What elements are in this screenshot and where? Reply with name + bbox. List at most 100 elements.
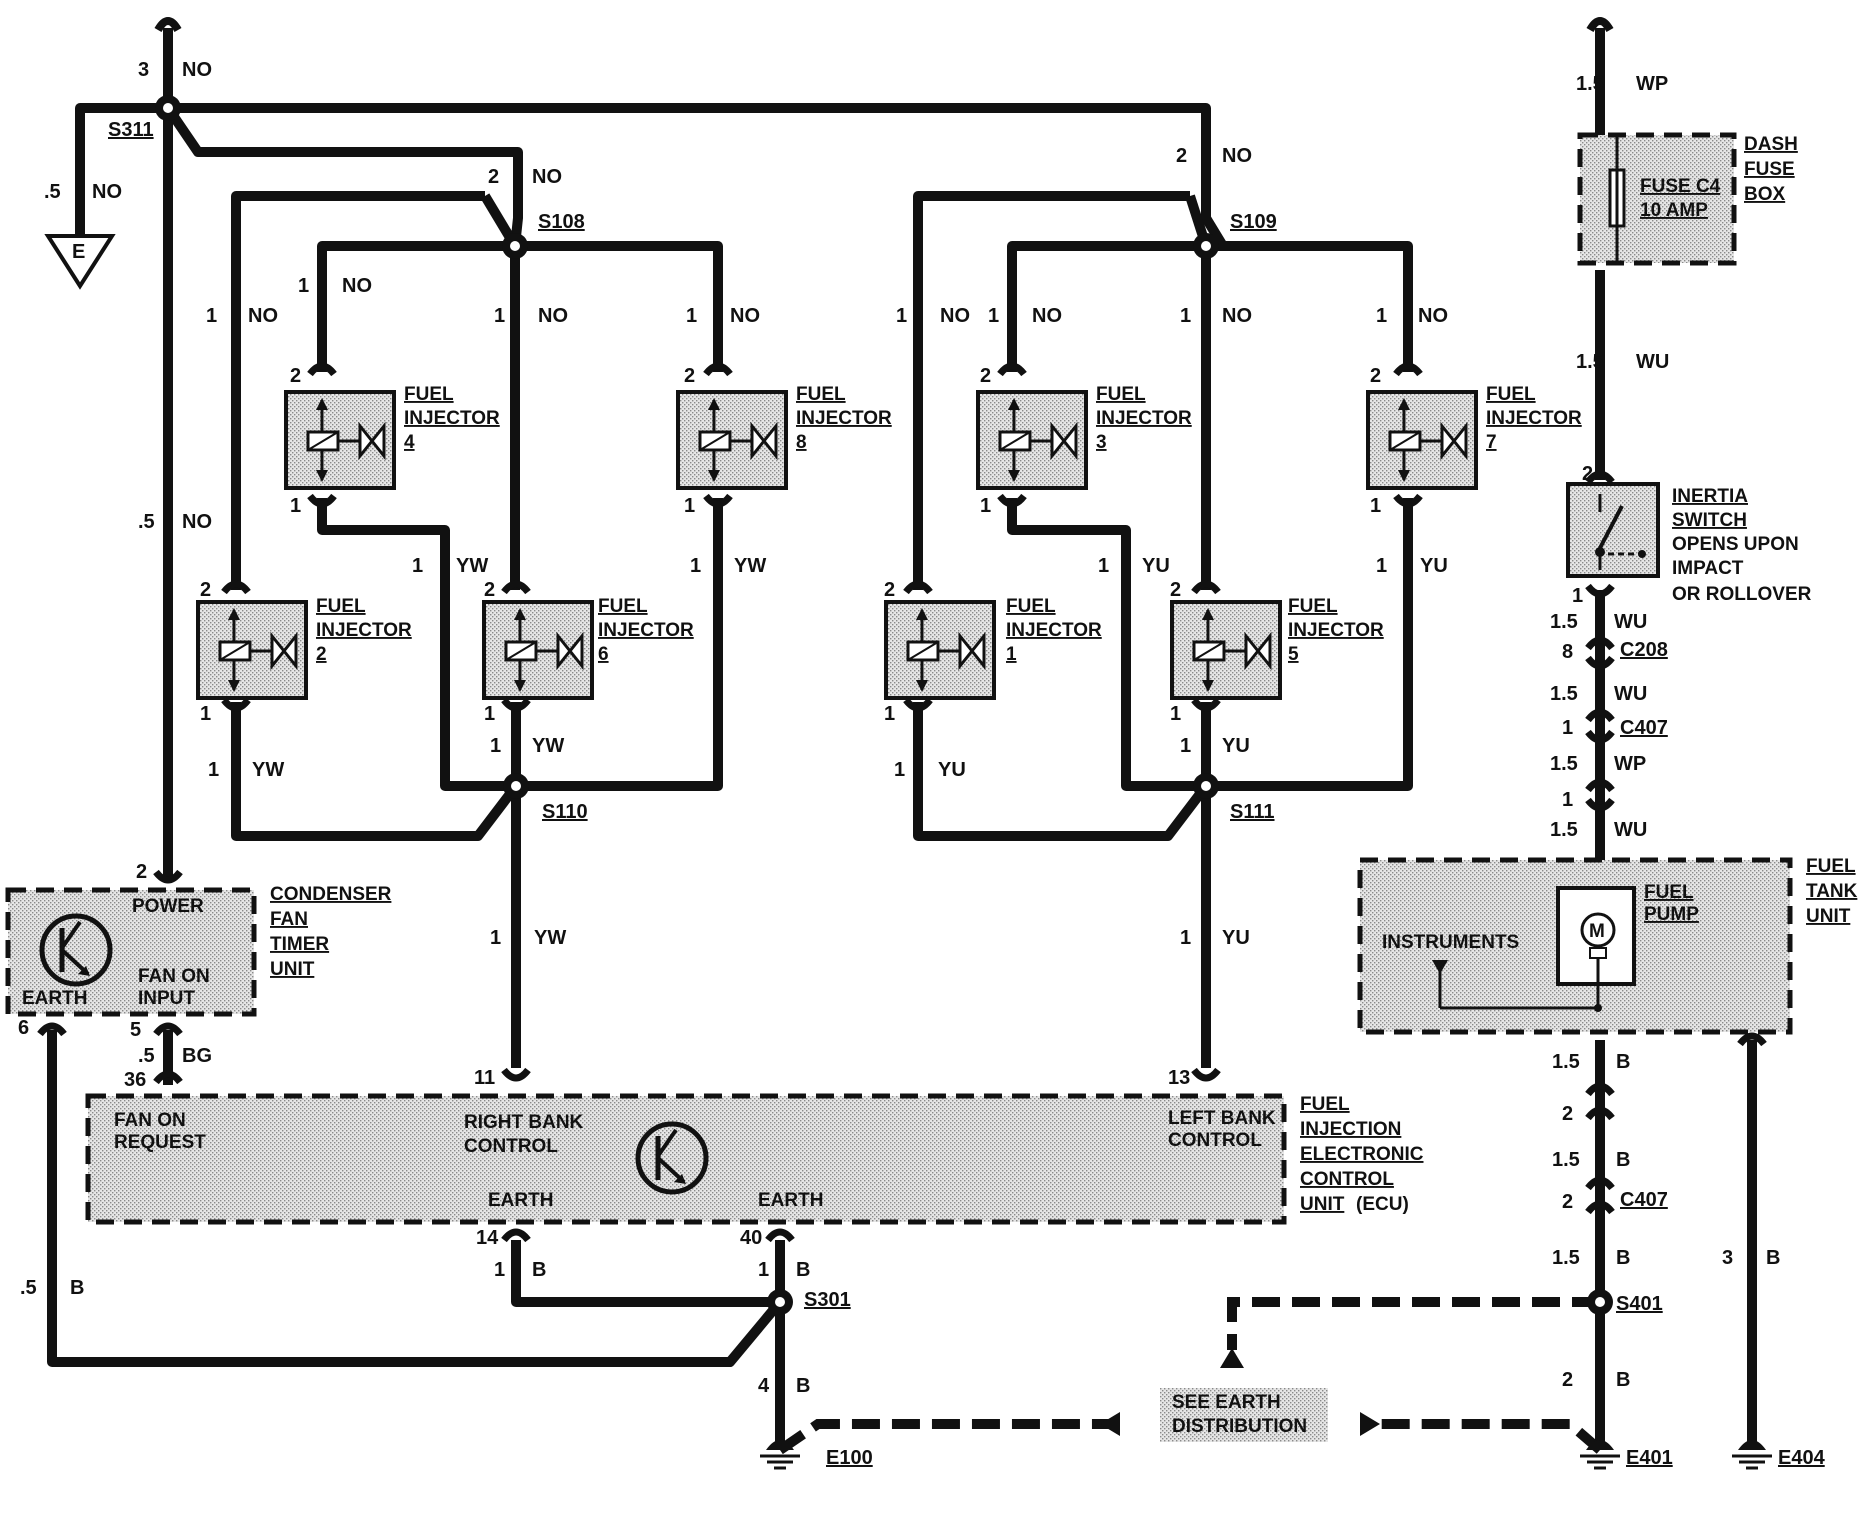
wire-label: NO [342, 275, 372, 297]
earth-ground-icon [1580, 1440, 1620, 1470]
wire-label: 1 [208, 759, 219, 781]
wire-label: 2 [1562, 1369, 1573, 1391]
wire-label: NO [1418, 305, 1448, 327]
wire-label: WU [1614, 611, 1647, 633]
svg-text:LEFT BANK: LEFT BANK [1168, 1108, 1276, 1129]
wire-label: 14 [476, 1227, 499, 1249]
wire-label: 8 [1562, 641, 1573, 663]
wire-label: 1 [896, 305, 907, 327]
ground-e404-label: E404 [1778, 1447, 1826, 1469]
svg-text:FUEL: FUEL [316, 596, 366, 617]
wire-label: 4 [758, 1375, 770, 1397]
wire-label: 36 [124, 1069, 146, 1091]
svg-text:DISTRIBUTION: DISTRIBUTION [1172, 1416, 1307, 1437]
wire-label: NO [1222, 145, 1252, 167]
splice-s111-label: S111 [1230, 801, 1275, 823]
svg-text:TANK: TANK [1806, 881, 1858, 902]
wire-no-left-bank [913, 191, 1413, 590]
wire-label: 1.5 [1576, 73, 1604, 95]
wire-label: 2 [136, 861, 147, 883]
wire-label: YW [734, 555, 766, 577]
svg-text:EARTH: EARTH [758, 1190, 823, 1211]
ground-e100-label: E100 [826, 1447, 873, 1469]
wire-label: WU [1614, 683, 1647, 705]
svg-text:FUEL: FUEL [1006, 596, 1056, 617]
wire-label: 2 [200, 579, 211, 601]
wire-label: 2 [884, 579, 895, 601]
wire-label: 1 [988, 305, 999, 327]
svg-text:INJECTOR: INJECTOR [316, 620, 412, 641]
wire-label: 3 [138, 59, 149, 81]
wire-yw-returns [231, 498, 723, 1068]
inertia-switch-label: INERTIA SWITCH OPENS UPON IMPACT OR ROLL… [1672, 486, 1812, 605]
wire-label: 1 [484, 703, 495, 725]
wire-label: 1 [884, 703, 895, 725]
wire-label: 1 [1170, 703, 1181, 725]
wire-label: YU [1420, 555, 1448, 577]
svg-text:INJECTOR: INJECTOR [1006, 620, 1102, 641]
injector-8-label: FUEL INJECTOR 8 [796, 384, 892, 453]
injector-7-label: FUEL INJECTOR 7 [1486, 384, 1582, 453]
wire-label: NO [182, 511, 212, 533]
wire-label: YU [1142, 555, 1170, 577]
svg-text:CONTROL: CONTROL [464, 1136, 558, 1157]
svg-text:RIGHT BANK: RIGHT BANK [464, 1112, 584, 1133]
fusebox-label: DASH FUSE BOX FUSE C4 10 AMP [1640, 134, 1798, 221]
earth-distribution-box [1100, 1348, 1380, 1442]
wire-label: 1 [298, 275, 309, 297]
injector-valve-icon [998, 398, 1078, 482]
ground-e-symbol [44, 234, 116, 290]
wire-label: 1 [1376, 305, 1387, 327]
wire-label: YU [1222, 927, 1250, 949]
ground-e-label: E [72, 241, 85, 263]
wire-label: 11 [474, 1067, 495, 1089]
wire-label: 1 [290, 495, 301, 517]
svg-text:5: 5 [1288, 644, 1299, 665]
svg-text:FUEL: FUEL [1288, 596, 1338, 617]
splice-s311-label: S311 [108, 119, 154, 141]
wire-label: 1 [1562, 717, 1573, 739]
dash-fuse-box [1577, 132, 1737, 266]
wire-label: .5 [138, 1045, 155, 1067]
wire-label: .5 [138, 511, 155, 533]
wire-label: 1 [1098, 555, 1109, 577]
wire-label: 1 [490, 927, 501, 949]
injector-3-label: FUEL INJECTOR 3 [1096, 384, 1192, 453]
wire-label: 1 [412, 555, 423, 577]
wire-label: 1 [1376, 555, 1387, 577]
svg-text:FUEL: FUEL [1096, 384, 1146, 405]
svg-text:FUEL: FUEL [1644, 882, 1694, 903]
wire-label: BG [182, 1045, 212, 1067]
wire-label: 1.5 [1552, 1149, 1580, 1171]
svg-text:M: M [1589, 921, 1605, 942]
splice-s301-label: S301 [804, 1289, 851, 1311]
earth-distribution-dashed [777, 1297, 1604, 1455]
svg-text:UNIT: UNIT [1806, 906, 1851, 927]
connector-c208-label: C208 [1620, 639, 1668, 661]
svg-text:IMPACT: IMPACT [1672, 558, 1744, 579]
wire-yu-returns [913, 498, 1413, 1068]
svg-text:INJECTOR: INJECTOR [404, 408, 500, 429]
wire-label: YW [534, 927, 566, 949]
wire-label: 1.5 [1552, 1247, 1580, 1269]
svg-text:EARTH: EARTH [22, 988, 87, 1009]
wire-label: NO [940, 305, 970, 327]
svg-text:FUEL: FUEL [796, 384, 846, 405]
wire-label: 2 [484, 579, 495, 601]
svg-text:FAN ON: FAN ON [138, 966, 210, 987]
wire-label: 1.5 [1550, 753, 1578, 775]
svg-text:INJECTION: INJECTION [1300, 1119, 1401, 1140]
wire-label: 2 [684, 365, 695, 387]
svg-text:INPUT: INPUT [138, 988, 195, 1009]
svg-text:2: 2 [316, 644, 327, 665]
splice-s109-label: S109 [1230, 211, 1277, 233]
wire-label: 1 [894, 759, 905, 781]
svg-text:FUSE C4: FUSE C4 [1640, 176, 1721, 197]
injector-valve-icon [1192, 608, 1272, 692]
wire-label: .5 [20, 1277, 37, 1299]
wire-label: .5 [44, 181, 61, 203]
wire-label: B [796, 1259, 810, 1281]
svg-text:3: 3 [1096, 432, 1107, 453]
wire-label: 1 [686, 305, 697, 327]
